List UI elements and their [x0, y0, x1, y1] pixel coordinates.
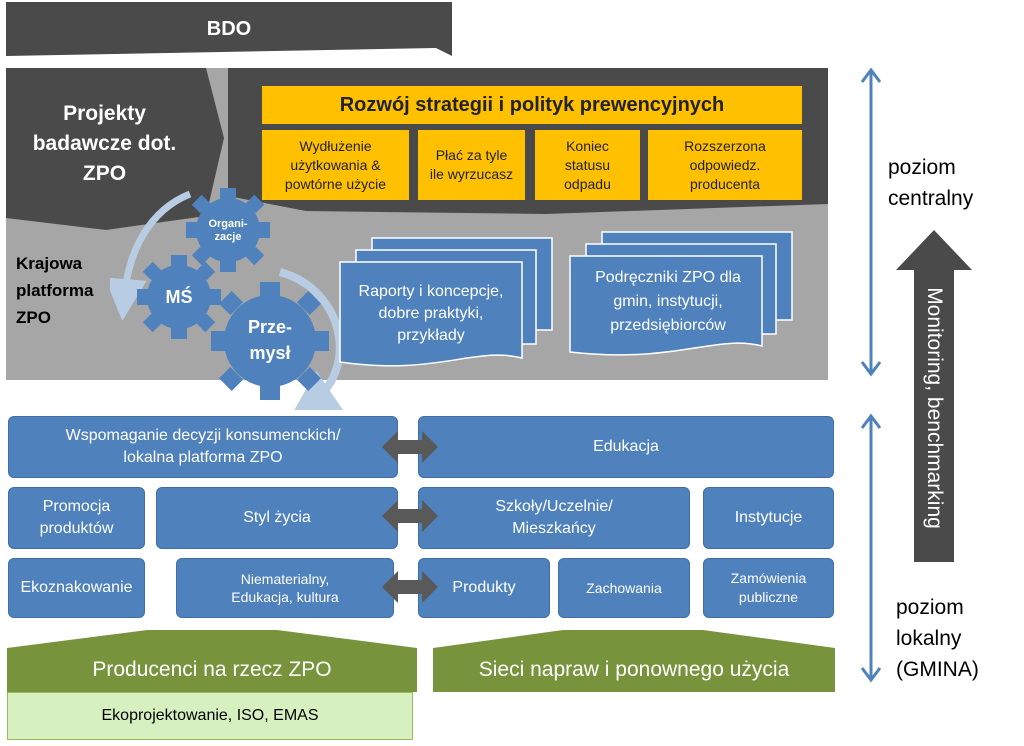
lifestyle-box: Styl życia — [156, 487, 398, 549]
gear-org-label: Organi-zacje — [208, 218, 248, 243]
institutions-box: Instytucje — [703, 487, 834, 549]
producers-band — [7, 630, 417, 692]
ecolabel-box: Ekoznakowanie — [8, 558, 145, 618]
double-arrow-icon-row3 — [382, 571, 438, 603]
intangible-box: Niematerialny, Edukacja, kultura — [176, 558, 394, 618]
strategy-item-epr: Rozszerzona odpowiedz. producenta — [648, 130, 802, 200]
gear-industry-label: Prze-mysł — [247, 317, 292, 363]
bdo-bar-shape — [6, 2, 452, 56]
cycle-arrow-right — [278, 268, 344, 410]
public-procurement-box: Zamówienia publiczne — [703, 558, 834, 618]
behaviour-box: Zachowania — [558, 558, 690, 618]
bdo-label: BDO — [206, 17, 252, 40]
research-projects-label: Projekty badawcze dot. ZPO — [32, 102, 177, 185]
connector-arrows — [382, 431, 438, 603]
double-arrow-icon-row2 — [382, 500, 438, 532]
networks-band — [433, 630, 835, 692]
education-box: Edukacja — [418, 416, 834, 478]
gear-ministry-icon — [137, 255, 221, 339]
reports-doc-stack — [339, 237, 553, 367]
bdo-bar: BDO — [6, 2, 452, 56]
gear-ms-label: MŚ — [165, 286, 193, 307]
strategy-item-end-of-waste: Koniec statusu odpadu — [535, 130, 640, 200]
gears-graphic — [110, 188, 344, 410]
networks-label: Sieci napraw i ponownego użycia — [478, 658, 790, 681]
ecodesign-box: Ekoprojektowanie, ISO, EMAS — [7, 692, 413, 740]
product-promotion-box: Promocja produktów — [8, 487, 145, 549]
national-platform-label: Krajowa platforma ZPO — [16, 254, 94, 327]
cycle-arrow-left — [110, 190, 192, 321]
gear-organizations-icon — [186, 188, 270, 272]
handbooks-doc-stack — [569, 231, 793, 356]
strategy-title: Rozwój strategii i polityk prewencyjnych — [262, 86, 802, 124]
products-box: Produkty — [418, 558, 550, 618]
monitoring-label: Monitoring, benchmarking — [923, 287, 946, 529]
consumer-decision-support-box: Wspomaganie decyzji konsumenckich/ lokal… — [8, 416, 398, 478]
strategy-item-extend: Wydłużenie użytkowania & powtórne użycie — [262, 130, 409, 200]
monitoring-arrow — [896, 230, 972, 562]
gear-industry-icon — [211, 282, 329, 400]
producers-label: Producenci na rzecz ZPO — [92, 658, 332, 681]
double-arrow-icon-row1 — [382, 431, 438, 463]
reports-doc-label: Raporty i koncepcje, dobre praktyki, prz… — [358, 283, 504, 344]
level-arrows — [860, 67, 882, 683]
handbooks-doc-label: Podręczniki ZPO dla gmin, instytucji, pr… — [595, 269, 741, 334]
local-level-label: poziom lokalny (GMINA) — [896, 596, 979, 681]
strategy-item-payt: Płać za tyle ile wyrzucasz — [418, 130, 525, 200]
schools-residents-box: Szkoły/Uczelnie/ Mieszkańcy — [418, 487, 690, 549]
central-level-label: poziom centralny — [888, 156, 974, 210]
